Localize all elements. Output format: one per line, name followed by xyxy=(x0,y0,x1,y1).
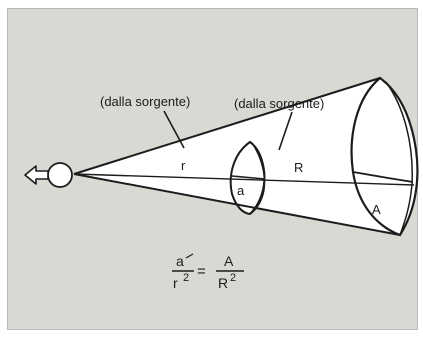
near-surface-rim xyxy=(231,175,266,180)
formula-right-numerator: A xyxy=(224,253,234,269)
far-surface-fold xyxy=(385,81,413,236)
formula-left-exponent: 2 xyxy=(183,272,189,284)
back-arrow-icon xyxy=(24,165,49,185)
formula-equals: = xyxy=(197,263,206,280)
cone-axis xyxy=(73,173,415,186)
formula-tick-mark xyxy=(185,253,194,259)
cone-top-edge xyxy=(73,77,381,175)
formula-right-denominator: R xyxy=(218,275,228,291)
label-near-source: (dalla sorgente) xyxy=(100,94,190,109)
label-near-radius: r xyxy=(181,158,186,173)
formula-left-numerator: a xyxy=(176,253,184,269)
label-near-area: a xyxy=(237,183,245,198)
leader-far xyxy=(278,111,293,151)
cone-bottom-edge xyxy=(73,173,401,236)
near-surface-fold xyxy=(249,142,266,215)
label-far-area: A xyxy=(372,202,381,217)
formula-right-exponent: 2 xyxy=(230,272,236,284)
label-far-radius: R xyxy=(294,160,303,175)
light-source-icon xyxy=(47,162,73,188)
far-surface-rim xyxy=(352,171,414,183)
label-far-source: (dalla sorgente) xyxy=(234,96,324,111)
formula: a r 2 = A R 2 xyxy=(172,253,244,291)
formula-left-denominator: r xyxy=(173,275,178,291)
leader-near xyxy=(163,110,185,149)
